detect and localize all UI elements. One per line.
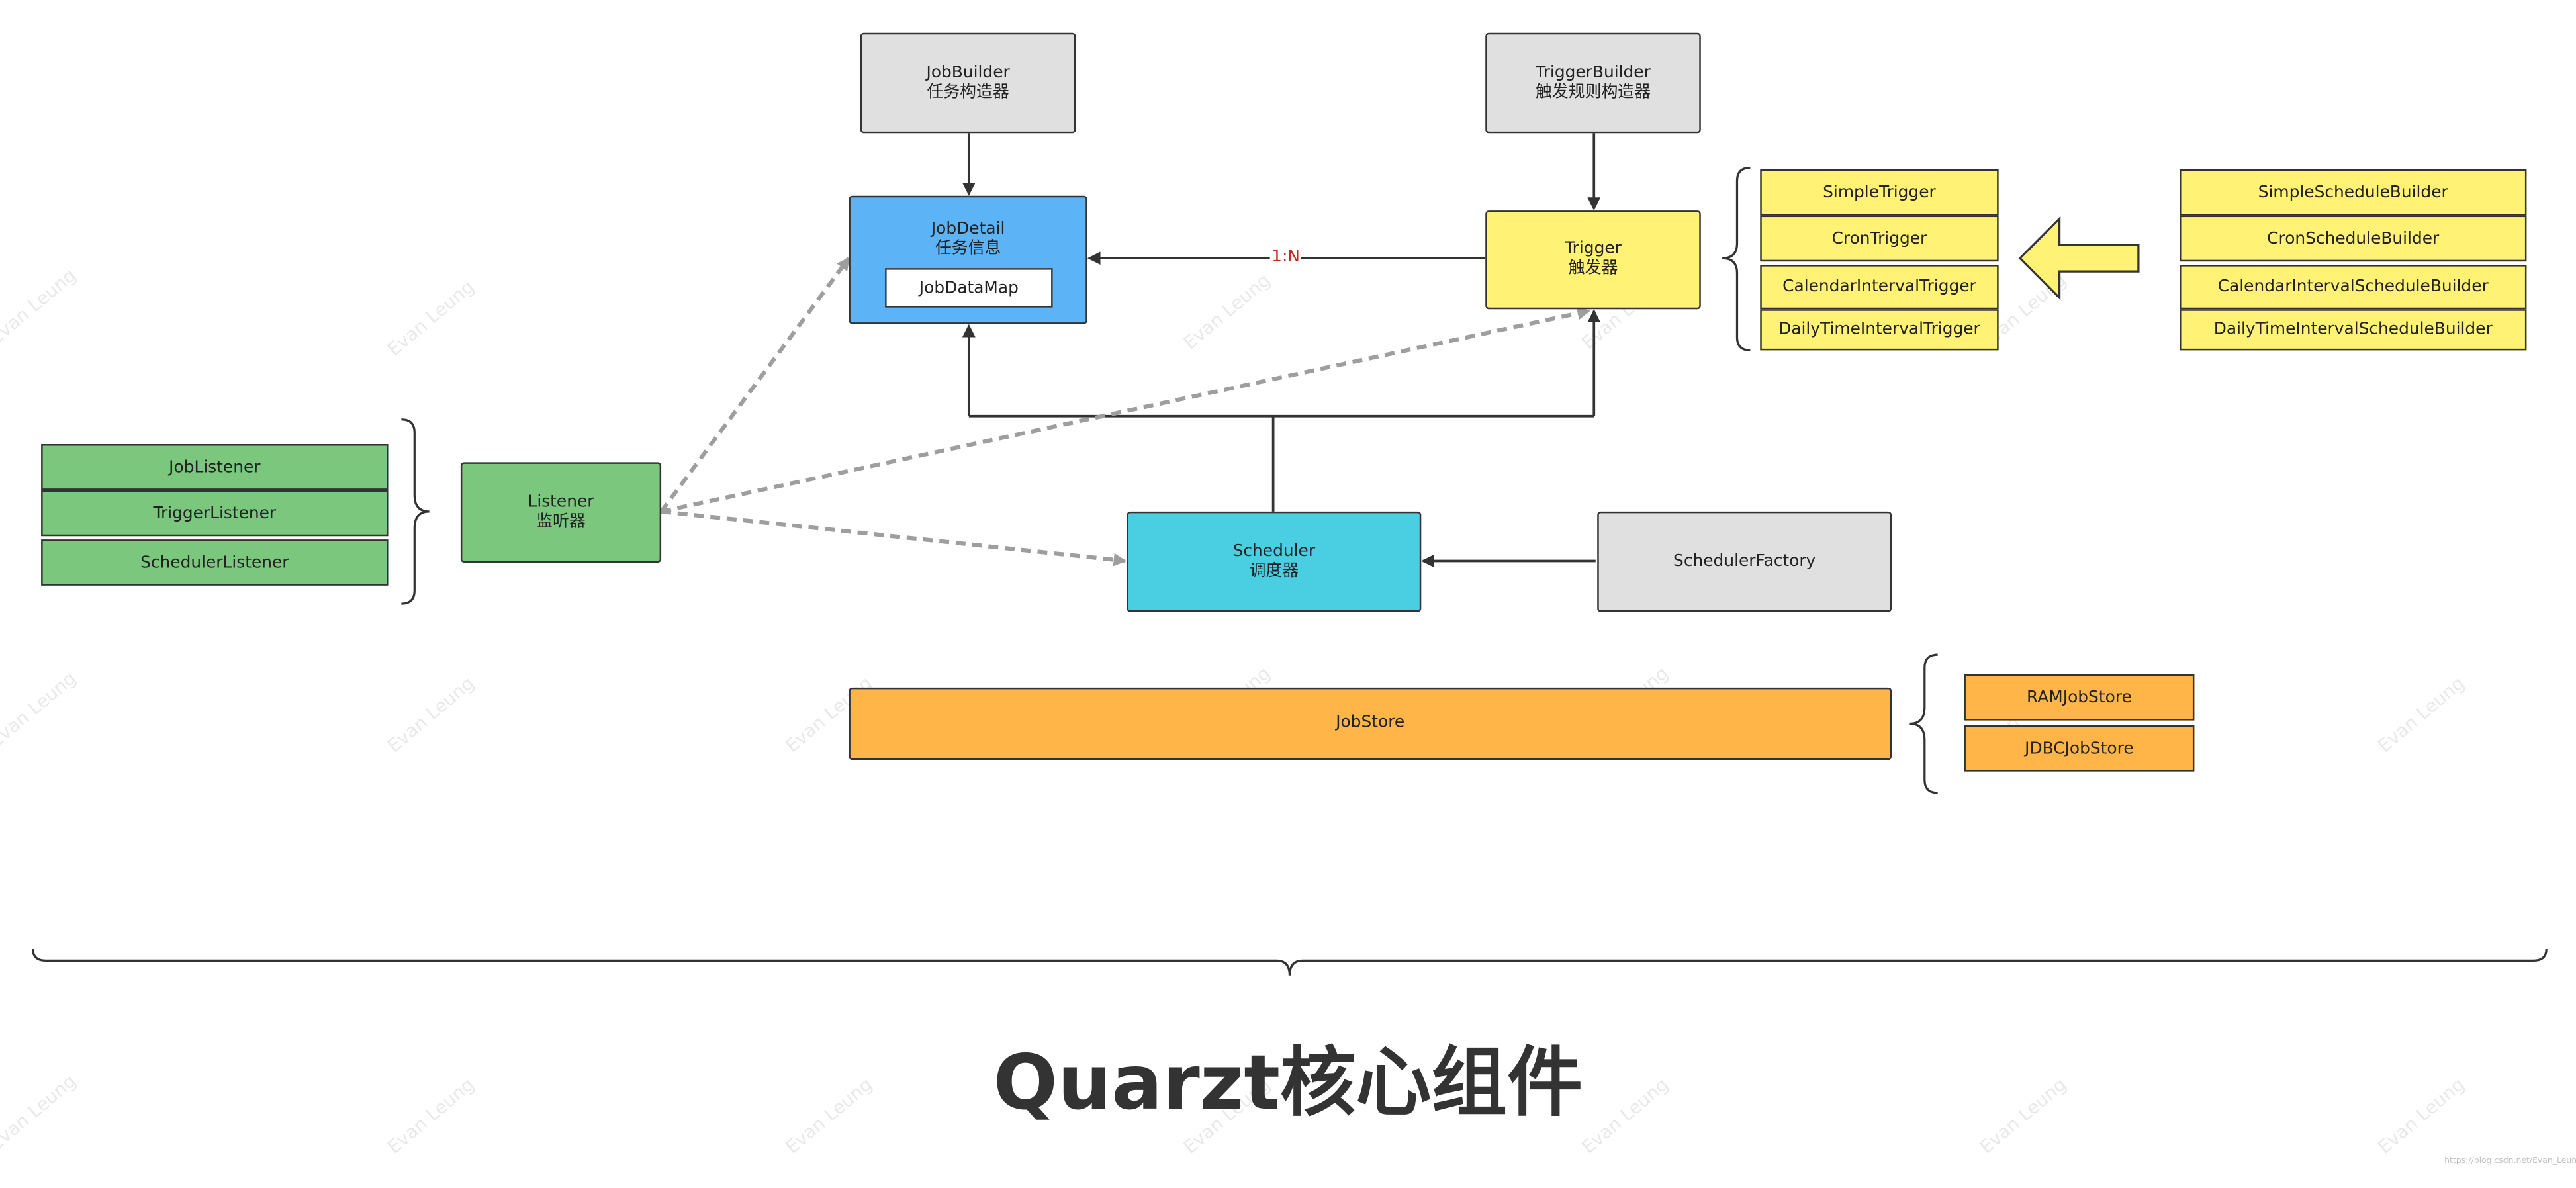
source-credit: https://blog.csdn.net/Evan_Leung: [2444, 1156, 2576, 1167]
listener-type-item: TriggerListener: [41, 490, 389, 537]
jobstore-node: JobStore: [849, 687, 1892, 760]
jobbuilder-node: JobBuilder 任务构造器: [860, 32, 1076, 134]
core-components-brace: [32, 948, 2548, 976]
scheduler-name: Scheduler: [1232, 541, 1316, 561]
listener-to-trigger-dashed-arrow: [661, 306, 1591, 514]
schedule-builder-item: DailyTimeIntervalScheduleBuilder: [2180, 309, 2527, 351]
trigger-node: Trigger 触发器: [1485, 210, 1701, 310]
trigger-subtitle: 触发器: [1568, 259, 1618, 279]
triggerbuilder-subtitle: 触发规则构造器: [1536, 83, 1651, 101]
jobdatamap-box: JobDataMap: [885, 268, 1053, 308]
listener-to-scheduler-dashed-arrow: [661, 509, 1127, 567]
trigger-name: Trigger: [1565, 240, 1622, 259]
jobstore-type-item: JDBCJobStore: [1964, 725, 2195, 772]
trigger-type-item: CronTrigger: [1760, 215, 1999, 262]
diagram-title: Quarzt核心组件: [993, 1038, 1583, 1127]
schedule-builder-item: SimpleScheduleBuilder: [2180, 169, 2527, 216]
listener-type-item: SchedulerListener: [41, 539, 389, 586]
schedule-builder-item: CalendarIntervalScheduleBuilder: [2180, 265, 2527, 310]
scheduler-subtitle: 调度器: [1249, 561, 1299, 580]
jobbuilder-name: JobBuilder: [926, 63, 1010, 82]
jobdetail-name: JobDetail: [931, 220, 1005, 239]
jobdetail-subtitle: 任务信息: [935, 240, 1001, 259]
trigger-types-brace: [1722, 166, 1751, 351]
triggerbuilder-node: TriggerBuilder 触发规则构造器: [1485, 32, 1701, 134]
trigger-type-item: DailyTimeIntervalTrigger: [1760, 309, 1999, 351]
schedule-builder-to-trigger-arrow: [2018, 216, 2140, 300]
listener-subtitle: 监听器: [536, 512, 586, 531]
listener-to-jobdetail-dashed-arrow: [659, 257, 851, 513]
schedule-builder-item: CronScheduleBuilder: [2180, 215, 2527, 262]
scheduler-node: Scheduler 调度器: [1127, 511, 1422, 612]
listener-type-item: JobListener: [41, 444, 389, 490]
relation-label: 1:N: [1269, 248, 1302, 267]
jobstore-type-item: RAMJobStore: [1964, 674, 2195, 721]
jobstore-types-brace: [1909, 653, 1938, 794]
trigger-type-item: SimpleTrigger: [1760, 169, 1999, 216]
trigger-type-item: CalendarIntervalTrigger: [1760, 265, 1999, 310]
jobbuilder-subtitle: 任务构造器: [927, 83, 1009, 101]
schedulerfactory-name: SchedulerFactory: [1673, 551, 1816, 571]
schedulerfactory-node: SchedulerFactory: [1597, 511, 1892, 612]
listener-node: Listener 监听器: [460, 462, 662, 563]
jobstore-name: JobStore: [1336, 713, 1405, 732]
listener-types-brace: [401, 418, 430, 605]
triggerbuilder-name: TriggerBuilder: [1536, 63, 1651, 82]
listener-name: Listener: [528, 492, 594, 511]
